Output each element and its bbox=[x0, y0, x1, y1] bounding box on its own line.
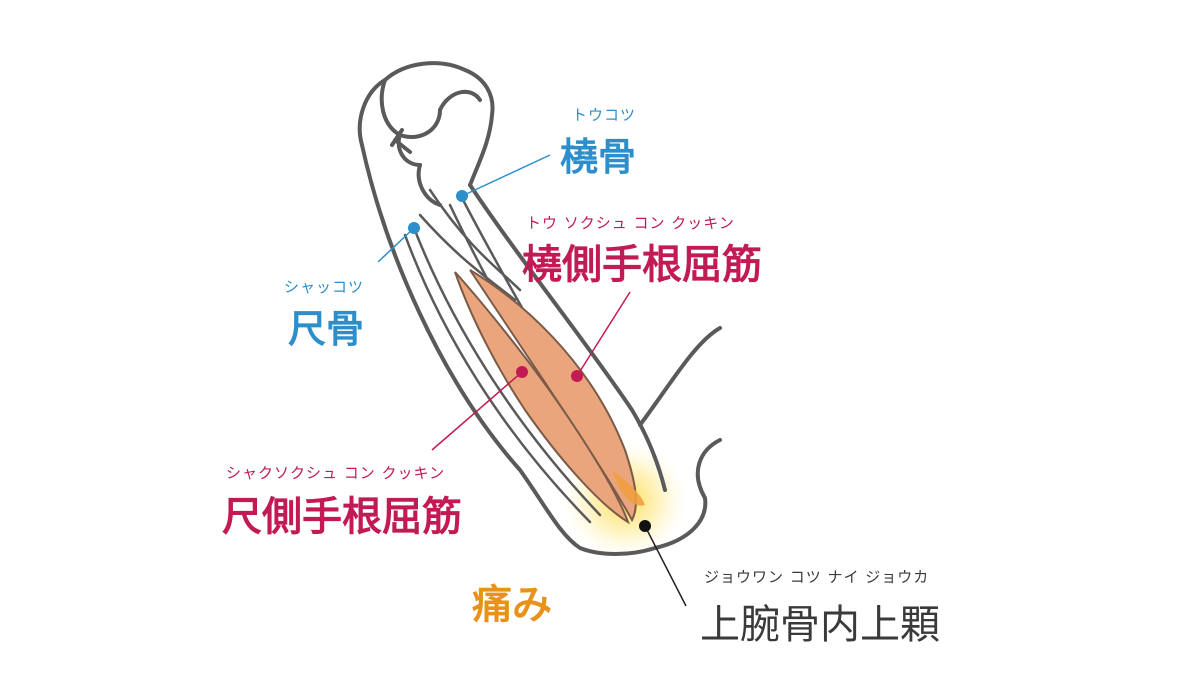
fcr-reading: トウ ソクシュ コン クッキン bbox=[526, 214, 735, 232]
radius-pointer bbox=[461, 154, 551, 197]
epicondyle-pointer bbox=[644, 525, 687, 607]
pain-label: 痛み bbox=[472, 582, 552, 628]
radius-reading: トウコツ bbox=[572, 106, 637, 124]
epicondyle-dot bbox=[639, 520, 651, 532]
fcu-muscle bbox=[454, 271, 630, 525]
ulna-dot bbox=[408, 222, 420, 234]
radius-label: 橈骨 bbox=[560, 135, 637, 179]
pointer-lines bbox=[377, 154, 687, 607]
flexor-muscles bbox=[454, 269, 645, 525]
epicondyle-label: 上腕骨内上顆 bbox=[700, 602, 940, 648]
fcr-pointer bbox=[576, 291, 631, 377]
tendon-highlight bbox=[612, 470, 645, 506]
epicondyle-reading: ジョウワン コツ ナイ ジョウカ bbox=[704, 568, 930, 586]
marker-dots bbox=[408, 190, 651, 532]
ulna-label: 尺骨 bbox=[288, 307, 365, 351]
fcu-reading: シャクソクシュ コン クッキン bbox=[226, 464, 446, 482]
radius-dot bbox=[456, 190, 468, 202]
ulna-reading: シャッコツ bbox=[284, 278, 365, 296]
fcr-label: 橈側手根屈筋 bbox=[522, 242, 762, 288]
fcu-pointer bbox=[431, 371, 523, 451]
fcu-dot bbox=[516, 366, 528, 378]
ulna-pointer bbox=[377, 227, 415, 263]
fcu-label: 尺側手根屈筋 bbox=[222, 494, 462, 540]
fcr-dot bbox=[571, 370, 583, 382]
arm-outline bbox=[357, 61, 722, 556]
